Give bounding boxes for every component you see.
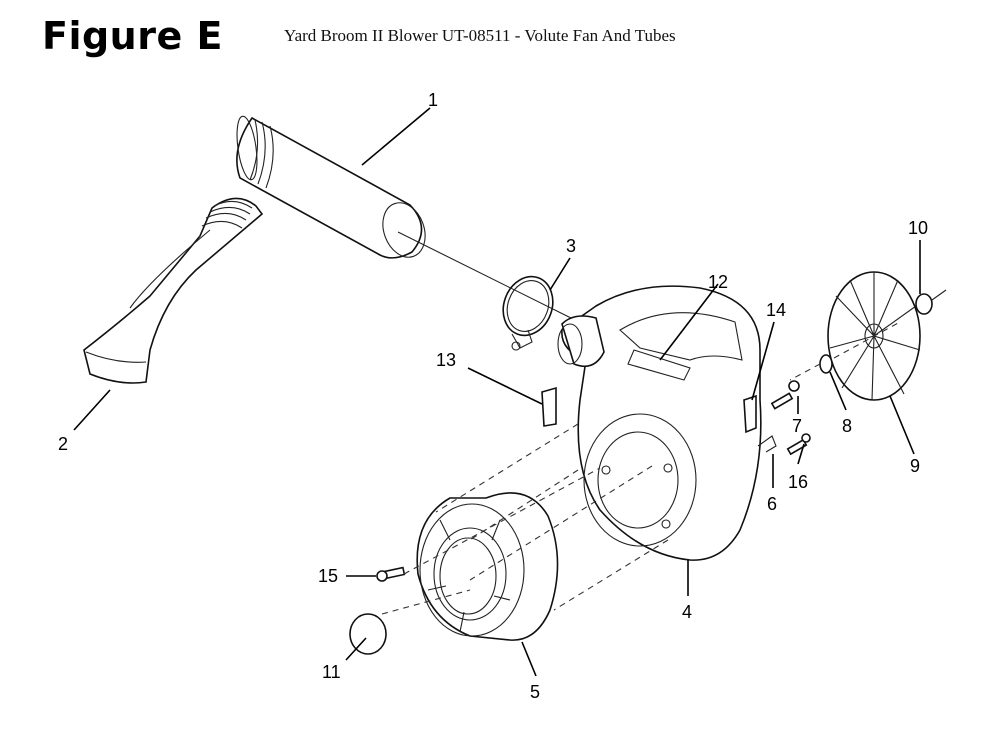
callout-2: 2 bbox=[58, 434, 68, 454]
callout-3: 3 bbox=[566, 236, 576, 256]
leader-9 bbox=[889, 395, 915, 455]
leader-3 bbox=[549, 257, 571, 291]
part-7-screw bbox=[770, 380, 800, 410]
leader-13 bbox=[467, 367, 543, 405]
part-15-screw bbox=[376, 566, 406, 582]
part-4-volute-housing bbox=[557, 285, 762, 561]
part-6-clip bbox=[757, 435, 777, 453]
part-14-bracket bbox=[743, 394, 757, 434]
part-13-label bbox=[541, 386, 557, 427]
callout-1: 1 bbox=[428, 90, 438, 110]
leader-14 bbox=[751, 321, 775, 401]
part-1-upper-tube bbox=[236, 115, 426, 259]
part-16-screw bbox=[786, 433, 811, 456]
leader-8 bbox=[829, 371, 847, 411]
callout-6: 6 bbox=[767, 494, 777, 514]
part-2-nozzle bbox=[83, 197, 264, 384]
callout-12: 12 bbox=[708, 272, 728, 292]
leader-5 bbox=[521, 641, 537, 677]
leader-16 bbox=[797, 443, 805, 465]
callout-7: 7 bbox=[792, 416, 802, 436]
part-10-nut bbox=[915, 293, 933, 315]
callout-13: 13 bbox=[436, 350, 456, 370]
leader-11 bbox=[345, 637, 367, 661]
callout-4: 4 bbox=[682, 602, 692, 622]
callout-15: 15 bbox=[318, 566, 338, 586]
callout-10: 10 bbox=[908, 218, 928, 238]
callout-5: 5 bbox=[530, 682, 540, 702]
callout-16: 16 bbox=[788, 472, 808, 492]
leader-12 bbox=[659, 283, 719, 361]
callout-11: 11 bbox=[322, 662, 341, 682]
part-3-clamp bbox=[502, 275, 554, 351]
figure-title: Yard Broom II Blower UT-08511 - Volute F… bbox=[284, 26, 676, 45]
callout-14: 14 bbox=[766, 300, 786, 320]
part-11-cap-disc bbox=[349, 613, 387, 655]
callout-9: 9 bbox=[910, 456, 920, 476]
part-5-intake-cover bbox=[416, 492, 559, 641]
figure-label: Figure E bbox=[42, 14, 223, 58]
leader-1 bbox=[361, 107, 431, 166]
callout-8: 8 bbox=[842, 416, 852, 436]
leader-2 bbox=[73, 389, 111, 431]
